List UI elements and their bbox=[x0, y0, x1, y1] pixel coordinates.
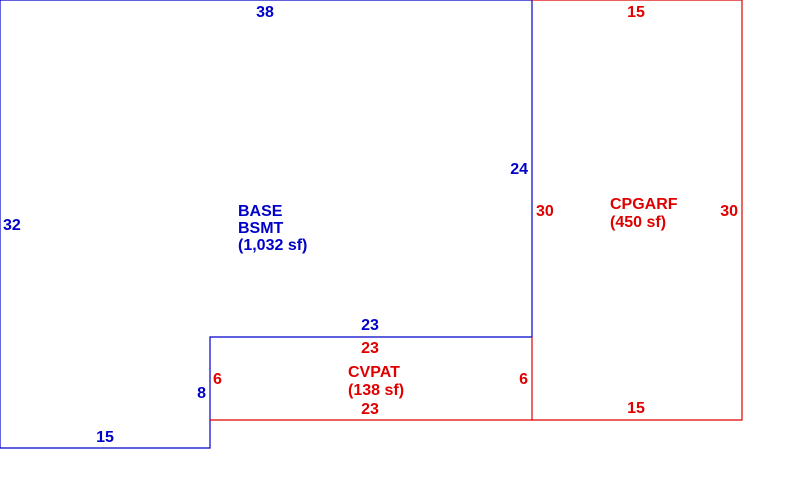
dim-base-notch: 8 bbox=[197, 385, 206, 402]
base-label-area: (1,032 sf) bbox=[238, 237, 307, 254]
garage-label-area: (450 sf) bbox=[610, 214, 666, 231]
base-bsmt-outline bbox=[0, 0, 533, 449]
dim-patio-right: 6 bbox=[519, 371, 528, 388]
garage-label-line1: CPGARF bbox=[610, 196, 678, 213]
dim-base-left: 32 bbox=[3, 217, 21, 234]
garage-outline bbox=[532, 0, 743, 421]
patio-label-line1: CVPAT bbox=[348, 364, 400, 381]
dim-patio-bottom: 23 bbox=[361, 401, 379, 418]
dim-base-step: 23 bbox=[361, 317, 379, 334]
dim-garage-right: 30 bbox=[720, 203, 738, 220]
patio-outline bbox=[210, 337, 533, 421]
dim-base-top: 38 bbox=[256, 4, 274, 21]
dim-patio-left: 6 bbox=[213, 371, 222, 388]
base-label-line1: BASE bbox=[238, 203, 283, 220]
dim-garage-left: 30 bbox=[536, 203, 554, 220]
base-label-line2: BSMT bbox=[238, 220, 284, 237]
dim-garage-bottom: 15 bbox=[627, 400, 645, 417]
dim-base-right: 24 bbox=[510, 161, 528, 178]
dim-garage-top: 15 bbox=[627, 4, 645, 21]
patio-label-area: (138 sf) bbox=[348, 382, 404, 399]
dim-base-bottom: 15 bbox=[96, 429, 114, 446]
dim-patio-top: 23 bbox=[361, 340, 379, 357]
